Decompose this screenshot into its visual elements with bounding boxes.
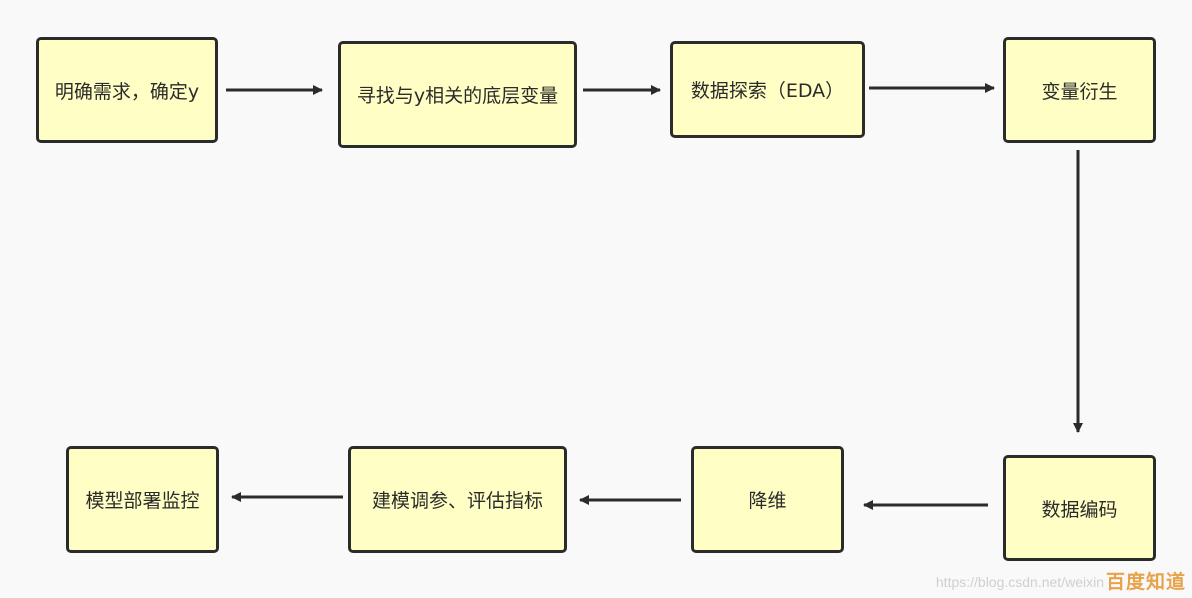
node-feature-derivation: 变量衍生 <box>1003 37 1156 143</box>
node-define-target: 明确需求，确定y <box>36 37 218 143</box>
node-modeling-evaluation: 建模调参、评估指标 <box>348 446 567 553</box>
node-deploy-monitor: 模型部署监控 <box>66 446 219 553</box>
watermark-url: https://blog.csdn.net/weixin <box>935 574 1104 590</box>
baidu-zhidao-logo: 百度知道 <box>1105 571 1186 593</box>
node-data-encoding: 数据编码 <box>1003 455 1156 561</box>
node-dimension-reduction: 降维 <box>691 446 844 553</box>
node-find-variables: 寻找与y相关的底层变量 <box>338 41 577 148</box>
node-eda: 数据探索（EDA） <box>670 41 865 138</box>
